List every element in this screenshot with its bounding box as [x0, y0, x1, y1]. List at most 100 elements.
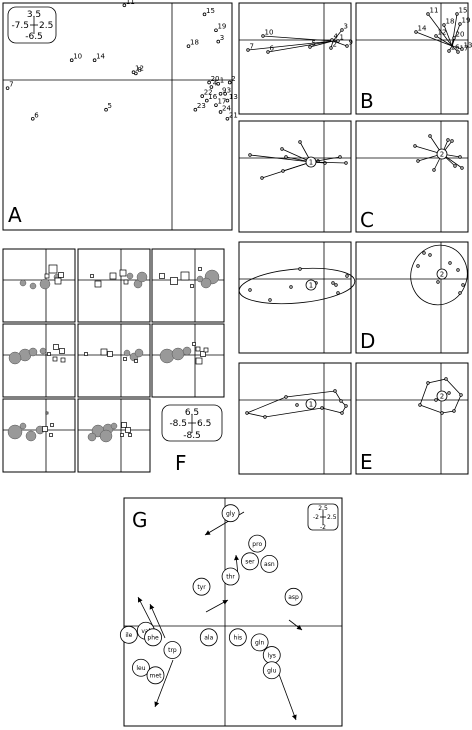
panel-b-left-edge — [267, 40, 334, 53]
panel-f-positive-marker — [190, 284, 194, 288]
panel-b-right-edge — [443, 24, 453, 47]
panel-b-right-point — [442, 23, 446, 27]
panel-g-point-label: met — [150, 673, 163, 680]
panel-a-point — [218, 92, 223, 96]
panel-g-arrowhead — [138, 597, 143, 603]
panel-f-positive-marker — [49, 433, 53, 437]
panel-b-right-point — [447, 49, 451, 53]
panel-a-point-label: 20 — [211, 75, 220, 83]
panel-g-arrowhead — [234, 555, 239, 561]
panel-f-negative-marker — [39, 347, 47, 355]
panel-b-right-edge — [435, 35, 453, 47]
panel-b-right-point — [426, 12, 430, 16]
panel-a-point-label: 7 — [9, 81, 13, 89]
panel-b-right-edge — [427, 13, 453, 47]
panel-b-left-point — [340, 28, 344, 32]
panel-g-point-label: gly — [226, 510, 235, 517]
panel-b-left-edge — [262, 35, 334, 42]
panel-a-point — [214, 28, 218, 33]
panel-f-positive-marker — [84, 352, 88, 356]
panel-b-left-point-label: 6 — [270, 45, 275, 53]
panel-b-left-frame — [238, 2, 352, 115]
panel-f-positive-marker — [195, 357, 203, 365]
panel-b-right-frame — [355, 2, 469, 115]
panel-d-right-centroid — [436, 268, 448, 280]
panel-e-right-point — [459, 393, 463, 397]
panel-f-positive-marker — [52, 356, 58, 362]
panel-b-left-point-label: 5 — [312, 40, 316, 48]
panel-a-point — [186, 44, 191, 48]
panel-a-point-label: 1 — [220, 76, 224, 84]
panel-g-point-label: val — [141, 628, 150, 635]
panel-c-left-point — [338, 155, 342, 159]
panel-f-negative-marker — [159, 348, 175, 364]
panel-g-point-label: asp — [288, 594, 299, 601]
panel-f-scale-top: 6.5 — [185, 408, 199, 418]
panel-b-left-point-label: 3 — [344, 23, 348, 31]
panel-f-negative-marker — [39, 278, 51, 290]
panel-b-left-point-label: 4 — [334, 33, 339, 41]
panel-f-cell — [77, 248, 151, 323]
panel-c-right-point — [432, 168, 436, 172]
panel-a-point — [207, 80, 211, 85]
panel-a-point — [205, 98, 209, 103]
panel-g-letter: G — [132, 508, 148, 532]
panel-e-left-centroid-label: 1 — [309, 401, 313, 409]
panel-a-scale-right: 2.5 — [39, 21, 53, 31]
panel-a-point — [225, 98, 230, 103]
panel-f: 6.5 -8.5 6.5 -8.5 F — [2, 248, 225, 475]
panel-d-right-frame — [355, 241, 469, 354]
panel-a-point — [104, 107, 108, 112]
panel-a-point — [225, 116, 230, 121]
panel-b-right-edge — [451, 23, 461, 47]
panel-f-negative-marker — [136, 271, 148, 283]
panel-b-right-point-label: 14 — [418, 25, 427, 33]
panel-f-negative-marker — [171, 347, 185, 361]
panel-d-left-point — [298, 267, 302, 271]
panel-c-right-point — [446, 138, 450, 142]
panel-b-right-edge — [415, 31, 453, 47]
panel-a-scale-top: 3.5 — [27, 10, 41, 20]
panel-f-negative-marker — [87, 432, 97, 442]
panel-b-left-point — [261, 34, 265, 38]
panel-b-left-point — [329, 46, 333, 50]
panel-c: 12 C — [238, 120, 469, 233]
panel-d-left-frame — [238, 241, 352, 354]
panel-f-negative-marker — [123, 349, 131, 357]
panel-a-point-label: 21 — [229, 111, 238, 119]
panel-c-right-centroid — [436, 148, 448, 160]
panel-b-left-point — [266, 50, 270, 54]
panel-e-right-point — [452, 409, 456, 413]
panel-d-left-centroid-label: 1 — [309, 282, 313, 290]
panel-g-point — [144, 628, 162, 647]
panel-g-point-label: thr — [226, 574, 235, 581]
panel-c-left-ray — [310, 161, 347, 164]
panel-e-right-point — [440, 411, 444, 415]
panel-a-point-label: 19 — [217, 23, 226, 31]
panel-f-scale-right: 6.5 — [197, 419, 211, 429]
panel-a-point — [209, 85, 214, 89]
panel-g-arrowhead — [296, 624, 302, 630]
panel-a-point-label: 12 — [135, 65, 144, 73]
panel-b-right-point-label: 20 — [456, 31, 465, 39]
panel-f-scale-bottom: -8.5 — [183, 431, 201, 441]
panel-g-arrowhead — [149, 604, 155, 610]
panel-f-positive-marker — [123, 279, 129, 285]
panel-e-right-point — [447, 391, 451, 395]
panel-c-left-point — [260, 176, 264, 180]
panel-f-positive-marker — [200, 351, 206, 357]
panel-d-right-point — [448, 261, 452, 265]
panel-d-left-point — [248, 288, 252, 292]
panel-b-right-edge — [451, 45, 463, 50]
panel-g-point-label: glu — [267, 667, 276, 674]
panel-f-negative-marker — [99, 429, 113, 443]
panel-a-point-label: 14 — [96, 53, 105, 61]
panel-c-right-centroid-label: 2 — [440, 151, 444, 159]
panel-a-point — [214, 103, 218, 107]
panel-a-point — [218, 110, 223, 114]
panel-f-negative-marker — [19, 422, 27, 430]
panel-e-left-point — [245, 411, 249, 415]
panel-a-point — [122, 3, 127, 8]
panel-g-scale-box: 2.5 -2 2.5 -2 — [307, 503, 339, 531]
panel-f-cell — [2, 248, 76, 323]
